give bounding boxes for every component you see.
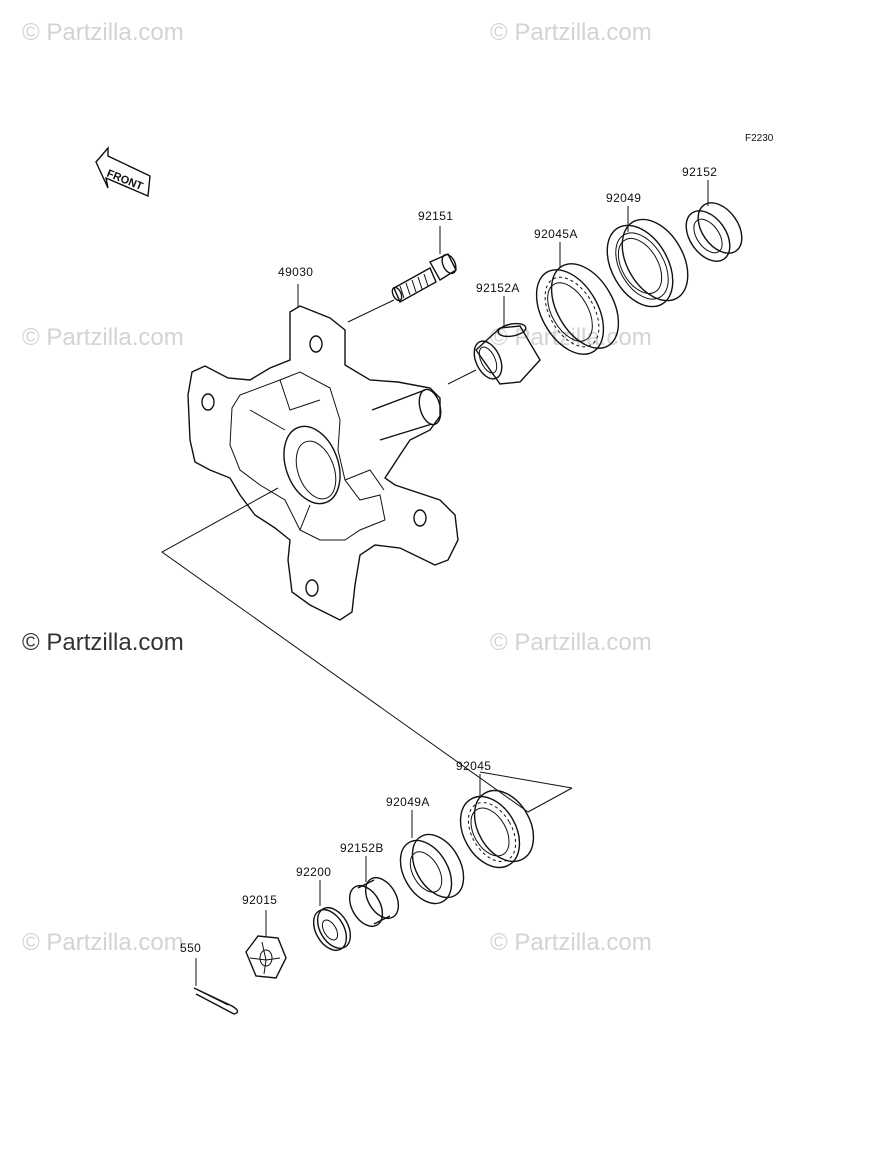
seal-92049a: 92049A bbox=[386, 795, 465, 905]
part-label-92200: 92200 bbox=[296, 865, 331, 879]
leader-line bbox=[479, 771, 573, 789]
seal-92049: 92049 bbox=[606, 191, 689, 308]
stud-92151: 92151 bbox=[347, 209, 457, 323]
watermark: © Partzilla.com bbox=[22, 19, 184, 46]
washer-92200: 92200 bbox=[296, 865, 352, 951]
collar-92152a: 92152A bbox=[447, 281, 541, 385]
nut-92015: 92015 bbox=[242, 893, 287, 979]
watermark: © Partzilla.com bbox=[22, 929, 184, 956]
figure-code: F2230 bbox=[745, 133, 774, 144]
collar-92152b: 92152B bbox=[340, 841, 400, 927]
part-label-92152b: 92152B bbox=[340, 841, 384, 855]
part-label-49030: 49030 bbox=[278, 265, 313, 279]
watermark: © Partzilla.com bbox=[490, 929, 652, 956]
part-label-92152: 92152 bbox=[682, 165, 717, 179]
front-label: FRONT bbox=[105, 168, 145, 193]
cotter-pin-550: 550 bbox=[180, 941, 239, 1015]
leader-line bbox=[527, 787, 573, 813]
hub-49030: 49030 bbox=[187, 265, 459, 621]
part-label-92045a: 92045A bbox=[534, 227, 578, 241]
leader-line bbox=[447, 369, 477, 385]
part-label-92049: 92049 bbox=[606, 191, 641, 205]
part-label-92049a: 92049A bbox=[386, 795, 430, 809]
part-label-92045: 92045 bbox=[456, 759, 491, 773]
watermark: © Partzilla.com bbox=[490, 629, 652, 656]
part-label-92015: 92015 bbox=[242, 893, 277, 907]
part-label-92151: 92151 bbox=[418, 209, 453, 223]
explosion-bracket bbox=[161, 487, 529, 813]
watermark-main: © Partzilla.com bbox=[22, 629, 184, 656]
bearing-92045a: 92045A bbox=[534, 227, 620, 355]
leader-line bbox=[347, 299, 395, 323]
part-label-92152a: 92152A bbox=[476, 281, 520, 295]
bearing-92045: 92045 bbox=[456, 759, 535, 869]
watermark: © Partzilla.com bbox=[22, 324, 184, 351]
part-label-550: 550 bbox=[180, 941, 201, 955]
front-arrow-icon: FRONT bbox=[95, 146, 151, 198]
watermark: © Partzilla.com bbox=[490, 324, 652, 351]
collar-92152: 92152 bbox=[682, 165, 743, 262]
watermark: © Partzilla.com bbox=[490, 19, 652, 46]
